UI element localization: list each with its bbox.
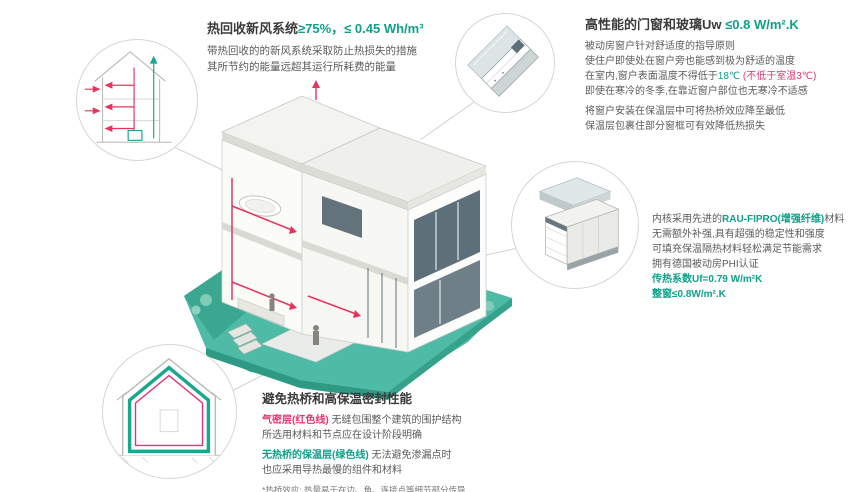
- thermal-line-2: 所选用材料和节点应在设计阶段明确: [262, 430, 422, 441]
- profile-line-1-pre: 内核采用先进的: [652, 214, 722, 225]
- windows-title-main: 高性能的门窗和玻璃Uw: [585, 17, 726, 32]
- insulation-section-drawing: [114, 357, 225, 464]
- windows-title: 高性能的门窗和玻璃Uw ≤0.8 W/m².K: [585, 14, 857, 33]
- profile-line-4: 拥有德国被动房PHI认证: [652, 259, 759, 270]
- thermal-title: 避免热桥和高保温密封性能: [262, 392, 413, 406]
- bushes: [191, 294, 494, 315]
- insulation-detail-circle: [102, 344, 237, 479]
- ventilation-title-value: ≥75%，≤ 0.45 Wh/m³: [298, 21, 424, 36]
- garden-steps: [227, 323, 263, 355]
- profile-line-1-post: 材料: [824, 214, 845, 225]
- glass-facade-lower: [414, 260, 480, 338]
- ventilation-line-2: 其所节约的能量远超其运行所耗费的能量: [207, 61, 396, 74]
- ventilation-body: 带热回收的的新风系统采取防止热损失的措施 其所节约的能量远超其运行所耗费的能量: [207, 43, 457, 76]
- windows-line-5: 将窗户安装在保温层中可将热桥效应降至最低: [585, 106, 785, 117]
- profile-line-2: 无需额外补强,具有超强的稳定性和强度: [652, 229, 825, 240]
- ventilation-ducts: [231, 178, 293, 307]
- ventilation-title: 热回收新风系统≥75%，≤ 0.45 Wh/m³: [207, 18, 457, 37]
- thermal-line-1: 气密层(红色线) 无缝包围整个建筑的围护结构: [262, 413, 582, 428]
- thermal-line-3-label: 无热桥的保温层(绿色线): [262, 450, 369, 461]
- thermal-line-3: 无热桥的保温层(绿色线) 无法避免渗漏点时: [262, 448, 582, 463]
- person-interior: [269, 293, 275, 311]
- ventilation-detail-circle: [76, 39, 198, 161]
- windows-line-1: 被动房窗户针对舒适度的指导原则: [585, 41, 735, 52]
- windows-line-6: 保温层包裹住部分窗框可有效降低热损失: [585, 121, 765, 132]
- profile-callout: 内核采用先进的RAU-FIPRO(增强纤维)材料 无需额外补强,具有超强的稳定性…: [652, 212, 864, 302]
- windows-line-3-note: (不低于室温3℃): [740, 71, 817, 82]
- ventilation-title-main: 热回收新风系统: [207, 21, 299, 36]
- profile-line-3: 可填充保温隔热材料轻松满足节能需求: [652, 244, 822, 255]
- ventilation-callout: 热回收新风系统≥75%，≤ 0.45 Wh/m³ 带热回收的的新风系统采取防止热…: [207, 18, 457, 76]
- windows-line-2: 使住户即使处在窗户旁也能感到极为舒适的温度: [585, 56, 795, 67]
- glass-door-frames: [367, 268, 397, 348]
- heat-recovery-unit: [127, 129, 143, 141]
- thermal-footnote: *热桥效应: 热量易于在边、角、连接点等细节部分传导: [262, 485, 466, 492]
- airtight-layer-line: [134, 374, 204, 447]
- thermal-line-4: 也应采用导热最慢的组件和材料: [262, 465, 402, 476]
- profile-uf-value: 传热系数Uf=0.79 W/m²K: [652, 274, 763, 285]
- profile-line-1: 内核采用先进的RAU-FIPRO(增强纤维)材料: [652, 212, 864, 227]
- kitchen-counter: [237, 297, 285, 327]
- house-right-wing: [300, 127, 488, 353]
- person-terrace: [313, 325, 319, 345]
- exhaust-arrow: [149, 55, 158, 64]
- thermal-body: 气密层(红色线) 无缝包围整个建筑的围护结构 所选用材料和节点应在设计阶段明确 …: [262, 413, 582, 478]
- window-corner-circle: [455, 13, 555, 113]
- thermal-line-1-label: 气密层(红色线): [262, 415, 329, 426]
- ground-hatch: [122, 457, 216, 464]
- supply-ducts: [84, 67, 135, 139]
- windows-line-3-pre: 在室内,窗户表面温度不得低于: [585, 71, 718, 82]
- insulation-layer-line: [127, 365, 211, 454]
- window-profile-circle: [511, 161, 639, 289]
- windows-line-3: 在室内,窗户表面温度不得低于18℃ (不低于室温3℃): [585, 69, 857, 84]
- airflow-arrows: [92, 81, 113, 132]
- glass-facade-upper: [414, 190, 480, 282]
- profile-body: 内核采用先进的RAU-FIPRO(增强纤维)材料 无需额外补强,具有超强的稳定性…: [652, 212, 864, 302]
- thermal-line-1-rest: 无缝包围整个建筑的围护结构: [328, 415, 462, 426]
- windows-line-3-temp: 18℃: [717, 71, 741, 82]
- window-corner-drawing: [467, 25, 539, 97]
- windows-line-4: 即使在寒冷的冬季,在靠近窗户部位也无寒冷不适感: [585, 86, 808, 97]
- profile-uw-value: 整窗≤0.8W/m².K: [652, 289, 726, 300]
- ventilation-line-1: 带热回收的的新风系统采取防止热损失的措施: [207, 45, 417, 57]
- thermal-callout: 避免热桥和高保温密封性能 气密层(红色线) 无缝包围整个建筑的围护结构 所选用材…: [262, 388, 582, 492]
- windows-body: 被动房窗户针对舒适度的指导原则 使住户即使处在窗户旁也能感到极为舒适的温度 在室…: [585, 39, 857, 134]
- windows-title-value: ≤0.8 W/m².K: [725, 17, 799, 32]
- windows-callout: 高性能的门窗和玻璃Uw ≤0.8 W/m².K 被动房窗户针对舒适度的指导原则 …: [585, 14, 857, 134]
- thermal-line-3-rest: 无法避免渗漏点时: [368, 450, 452, 461]
- window-profile-drawing: [538, 177, 620, 271]
- profile-line-1-material: RAU-FIPRO(增强纤维): [722, 214, 825, 225]
- ventilation-section-drawing: [84, 51, 172, 143]
- upper-window: [322, 196, 362, 238]
